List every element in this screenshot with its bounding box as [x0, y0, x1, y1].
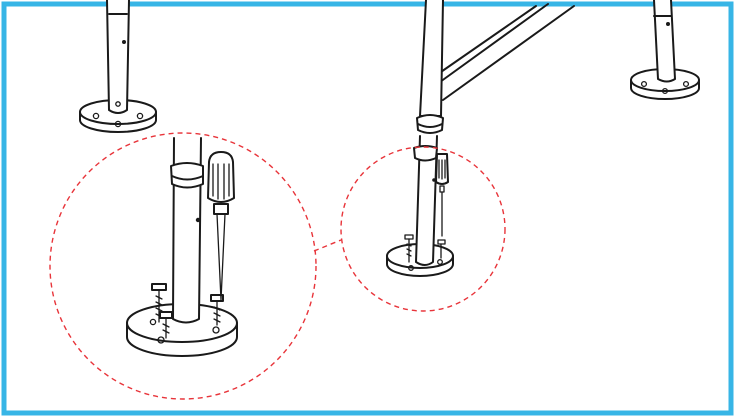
screw-small-right — [437, 239, 446, 259]
leg-top-right — [630, 0, 700, 100]
screw-small-left — [404, 234, 414, 263]
screwdriver-small — [435, 153, 449, 237]
callout-circle-small — [340, 146, 506, 312]
detail-callout-large — [126, 137, 238, 357]
callout-connector — [313, 239, 342, 252]
screw-large-right — [210, 294, 224, 326]
screw-large-middle — [159, 311, 173, 339]
detail-callout-small — [386, 135, 454, 277]
leg-top-left — [79, 0, 157, 133]
leg-center — [416, 0, 575, 134]
screwdriver-large — [207, 151, 235, 301]
callout-circle-large — [49, 132, 317, 400]
